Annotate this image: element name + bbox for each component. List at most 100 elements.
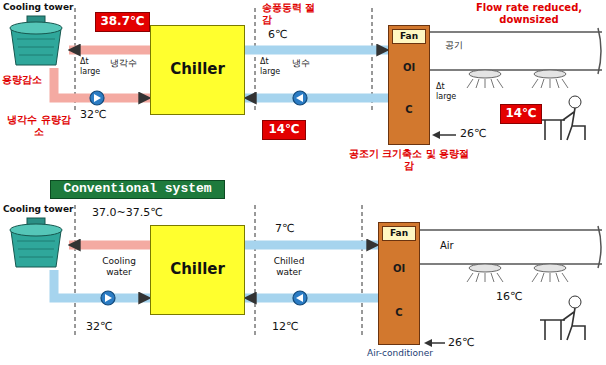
boundary-dash [372,8,373,110]
air-diffuser [469,264,501,272]
air-diffuser [541,273,544,282]
air-diffuser [476,79,479,88]
boundary-dash [362,205,363,335]
node-text: C [379,307,419,319]
return-air-arrow [424,339,432,347]
annotation-label: 냉각수 [110,58,137,69]
node-text: Fan [400,31,418,41]
air-duct [430,32,602,70]
annotation-label: 용량감소 [2,74,42,86]
cooling-tower-icon [3,217,69,269]
pump-symbol [296,294,303,302]
air-diffuser [550,79,551,88]
boundary-dash [75,205,76,335]
cooling-tower: Cooling tower [3,204,69,270]
water-pipe [69,46,150,55]
pump-symbol [105,294,112,302]
chiller-unit: Chiller [150,25,245,115]
node-text: 14℃ [268,123,299,137]
water-pipe [69,241,150,250]
node-text: Chiller [170,61,225,78]
annotation-label: Δt large [260,57,286,76]
chiller-unit: Chiller [150,225,245,315]
air-diffuser [532,273,538,282]
air-diffuser [562,79,568,88]
air-diffuser [497,79,503,88]
cooling-tower-icon [3,15,69,67]
annotation-label: 12℃ [272,320,298,333]
air-diffuser [556,273,559,282]
air-diffuser [491,79,494,88]
pump-symbol [94,94,101,102]
section-banner: Conventional system [50,180,225,199]
person-at-desk [540,96,585,140]
air-duct [598,28,601,268]
return-air-arrow [432,131,440,139]
person-at-desk [540,96,585,340]
node-text: Cooling tower [3,204,69,214]
fan-box: Fan [382,226,416,241]
node-text: 38.7℃ [100,15,144,29]
annotation-label: Chilled water [260,256,318,278]
cooling-tower: Cooling tower [3,2,69,68]
node-text: Chiller [170,261,225,278]
boundary-dash [255,205,256,335]
annotation-label: 7℃ [275,222,294,235]
water-pipe [54,68,150,98]
annotation-label: Δt large [80,57,106,76]
water-pipe [245,294,378,303]
air-diffuser [562,273,568,282]
person-at-desk [540,296,585,340]
cooling-tower-icon [10,16,62,65]
pump-symbol [101,291,115,305]
air-diffuser [550,273,551,282]
temperature-tag: 14℃ [500,104,542,124]
annotation-label: Flow rate reduced, downsized [458,2,600,26]
annotation-label: 16℃ [496,290,522,303]
water-pipe [245,94,388,103]
annotation-label: 32℃ [86,320,112,333]
annotation-label: Air [440,240,454,252]
air-conditioner-unit: OICAir-conditionerFan [378,222,420,345]
air-diffuser [497,273,503,282]
air-diffuser [532,79,538,88]
annotation-label: 37.0~37.5℃ [92,206,163,219]
node-text: 14℃ [505,107,536,121]
boundary-dash [75,8,76,110]
air-diffuser [534,264,566,272]
boundary-dash [75,8,372,335]
cooling-tower-icon [10,218,62,267]
return-air-arrow [424,131,456,347]
water-pipe [245,241,378,250]
air-diffuser [467,79,473,88]
annotation-label: Δt large [436,82,460,101]
water-pipe [245,46,388,55]
air-duct [420,230,602,264]
return-air-arrow [430,342,445,344]
pump-symbol [296,94,303,102]
air-diffuser [469,70,501,78]
air-diffuser [476,273,479,282]
annotation-label: 공기 [445,40,463,51]
annotation-label: 6℃ [268,28,287,41]
air-diffuser [467,273,473,282]
air-diffuser [534,70,566,78]
annotation-label: 26℃ [460,127,486,140]
boundary-dash [255,8,256,110]
fan-box: Fan [392,29,426,44]
air-diffuser [467,70,568,282]
air-diffuser [556,79,559,88]
node-text: C [389,104,429,116]
pump-symbol [293,291,307,305]
temperature-tag: 14℃ [262,120,306,140]
node-text: Conventional system [63,182,211,197]
air-diffuser [485,79,486,88]
node-text: OI [389,62,429,74]
annotation-label: 26℃ [448,336,474,349]
node-text: OI [379,263,419,275]
air-diffuser [491,273,494,282]
annotation-label: 송풍동력 절감 [262,2,316,26]
temperature-tag: 38.7℃ [95,12,150,32]
air-diffuser [541,79,544,88]
